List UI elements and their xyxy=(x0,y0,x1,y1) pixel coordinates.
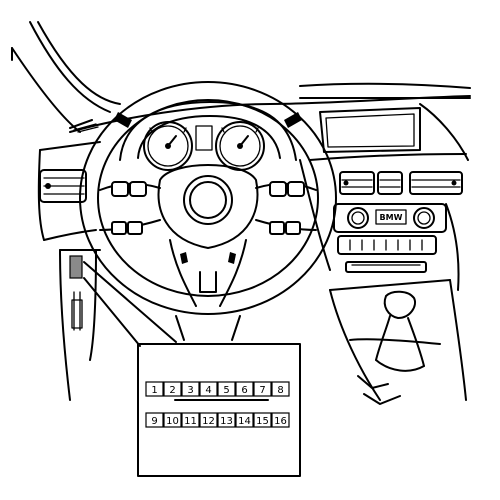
gear-shift xyxy=(329,279,467,405)
pin-number: 5 xyxy=(223,385,229,396)
pin-box xyxy=(271,381,290,397)
left-spoke-button xyxy=(127,221,143,235)
pin-number: 4 xyxy=(205,385,211,396)
pin-box xyxy=(253,381,272,397)
pin-box xyxy=(181,412,200,428)
left-spoke-button xyxy=(111,181,129,197)
pin-box xyxy=(163,412,182,428)
pin-number: 16 xyxy=(274,416,287,427)
pin-number: 12 xyxy=(202,416,215,427)
pin-box xyxy=(217,412,236,428)
pin-number: 13 xyxy=(220,416,233,427)
steering-wheel xyxy=(79,81,337,315)
right-dash-edge xyxy=(299,159,460,291)
pin-number: 10 xyxy=(166,416,179,427)
pin-box xyxy=(163,381,182,397)
pin-box xyxy=(145,412,164,428)
connector-box xyxy=(137,343,301,477)
instrument-cluster xyxy=(119,101,297,171)
right-spoke-button xyxy=(285,221,301,235)
left-spoke-button xyxy=(111,221,127,235)
pin-box xyxy=(217,381,236,397)
right-spoke-button xyxy=(287,181,305,197)
callout-lines xyxy=(83,261,177,347)
pin-box xyxy=(181,381,200,397)
pin-row-top: 1 2 3 4 5 6 7 8 xyxy=(145,381,290,397)
pin-number: 8 xyxy=(277,385,283,396)
pin-number: 15 xyxy=(256,416,269,427)
pin-box xyxy=(235,381,254,397)
pin-row-bottom: 9 10 11 12 13 14 15 16 xyxy=(145,412,290,428)
radio-display: BMW xyxy=(380,213,403,222)
right-spoke-button xyxy=(269,221,285,235)
center-vents xyxy=(339,171,463,195)
pin-box xyxy=(235,412,254,428)
pin-number: 9 xyxy=(151,416,157,427)
pin-box xyxy=(199,412,218,428)
steering-column xyxy=(175,315,241,341)
right-spoke-button xyxy=(269,181,287,197)
lower-left-panel xyxy=(59,249,101,401)
pin-number: 14 xyxy=(238,416,251,427)
left-spoke-button xyxy=(129,181,147,197)
pin-box xyxy=(145,381,164,397)
radio-controls: BMW xyxy=(333,203,447,273)
pin-box xyxy=(253,412,272,428)
pin-number: 2 xyxy=(169,385,175,396)
a-pillar xyxy=(11,21,121,133)
center-screen xyxy=(309,107,467,161)
pin-box xyxy=(199,381,218,397)
pin-number: 7 xyxy=(259,385,265,396)
pin-box xyxy=(271,412,290,428)
obd-port xyxy=(69,255,83,279)
pin-number: 6 xyxy=(241,385,247,396)
pin-number: 11 xyxy=(184,416,197,427)
pin-number: 1 xyxy=(151,385,157,396)
left-dash-panel xyxy=(37,119,101,241)
pin-number: 3 xyxy=(187,385,193,396)
